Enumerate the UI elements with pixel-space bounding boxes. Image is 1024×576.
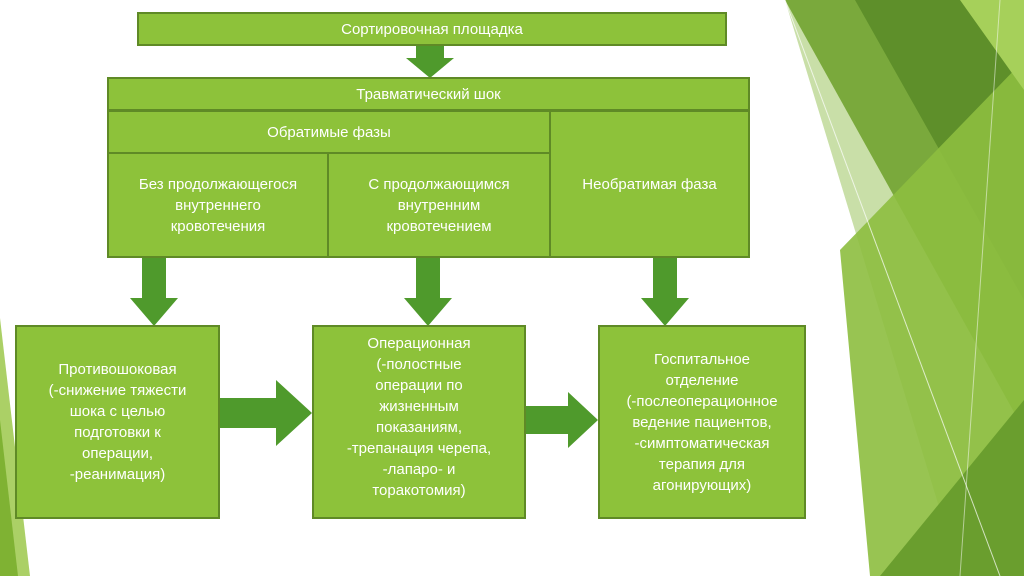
- operating-line-1: Операционная: [367, 335, 471, 352]
- operating-line-8: торакотомия): [372, 482, 466, 499]
- without-bleeding-line-3: кровотечения: [170, 217, 266, 235]
- arrow-down-to-operating: [404, 258, 452, 326]
- antishock-line-5: операции,: [81, 445, 153, 462]
- hospital-line-7: агонирующих): [652, 476, 752, 494]
- arrow-down-to-antishock: [130, 258, 178, 326]
- hospital-line-5: -симптоматическая: [634, 434, 770, 452]
- operating-line-5: показаниям,: [375, 419, 462, 436]
- arrow-down-sorting-to-shock: [406, 46, 454, 78]
- antishock-line-1: Противошоковая: [58, 361, 177, 378]
- hospital-ward-box: Госпитальное отделение (-послеоперационн…: [598, 325, 806, 519]
- antishock-line-3: шока с целью: [69, 403, 166, 420]
- arrow-right-antishock-to-operating: [220, 380, 312, 446]
- with-bleeding-box: С продолжающимся внутренним кровотечение…: [327, 152, 551, 258]
- traumatic-shock-box: Травматический шок: [107, 77, 750, 111]
- without-bleeding-line-1: Без продолжающегося: [138, 175, 298, 193]
- arrow-right-operating-to-hospital: [526, 392, 598, 448]
- without-bleeding-box: Без продолжающегося внутреннего кровотеч…: [107, 152, 329, 258]
- reversible-phases-box: Обратимые фазы: [107, 110, 551, 154]
- hospital-line-2: отделение: [665, 371, 739, 389]
- irreversible-phase-box: Необратимая фаза: [549, 110, 750, 258]
- reversible-phases-label: Обратимые фазы: [267, 123, 391, 141]
- antishock-box: Противошоковая (-снижение тяжести шока с…: [15, 325, 220, 519]
- operating-line-4: жизненным: [379, 398, 459, 415]
- with-bleeding-line-1: С продолжающимся: [368, 175, 510, 193]
- hospital-line-1: Госпитальное: [653, 350, 751, 368]
- traumatic-shock-label: Травматический шок: [356, 85, 501, 103]
- antishock-line-4: подготовки к: [74, 424, 161, 441]
- with-bleeding-line-3: кровотечением: [386, 217, 492, 235]
- operating-line-7: -лапаро- и: [382, 461, 456, 478]
- operating-line-3: операции по: [375, 377, 463, 394]
- with-bleeding-line-2: внутренним: [397, 196, 481, 214]
- irreversible-phase-label: Необратимая фаза: [582, 175, 717, 193]
- hospital-line-6: терапия для: [658, 455, 746, 473]
- sorting-area-box: Сортировочная площадка: [137, 12, 727, 46]
- hospital-line-4: ведение пациентов,: [632, 413, 772, 431]
- operating-line-6: -трепанация черепа,: [346, 440, 492, 457]
- sorting-area-label: Сортировочная площадка: [341, 20, 523, 38]
- hospital-line-3: (-послеоперационное: [626, 392, 778, 410]
- arrow-down-to-hospital: [641, 258, 689, 326]
- without-bleeding-line-2: внутреннего: [175, 196, 261, 214]
- operating-room-box: Операционная (-полостные операции по жиз…: [312, 325, 526, 519]
- operating-line-2: (-полостные: [376, 356, 462, 373]
- antishock-line-6: -реанимация): [69, 466, 166, 483]
- antishock-line-2: (-снижение тяжести: [48, 382, 187, 399]
